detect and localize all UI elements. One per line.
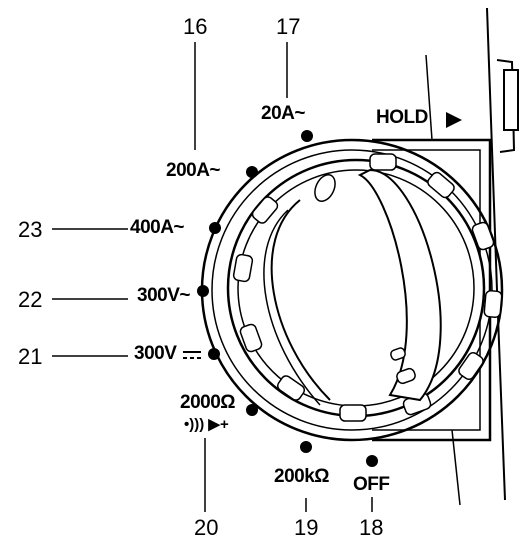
dot-off [366, 455, 378, 467]
dot-20a [301, 130, 313, 142]
dc-voltage-icon [183, 351, 201, 359]
label-300v-dc: 300V [134, 343, 177, 364]
callout-18: 18 [359, 515, 384, 540]
dot-400a [209, 222, 221, 234]
knob-grip-teeth [232, 153, 503, 422]
rotary-knob[interactable] [226, 153, 503, 422]
label-200a: 200A~ [166, 160, 221, 181]
knob-pointer-ridge [357, 168, 442, 402]
label-off: OFF [353, 474, 390, 495]
label-continuity-diode: •))) ▶+ [184, 416, 229, 433]
triangle-right-icon [446, 112, 462, 128]
callout-17: 17 [276, 14, 301, 39]
dot-300v-ac [197, 285, 209, 297]
callout-22: 22 [18, 287, 43, 312]
label-2000ohm: 2000Ω [180, 392, 236, 413]
callout-20: 20 [194, 515, 219, 540]
callout-lines [52, 42, 373, 512]
dot-200kohm [300, 441, 312, 453]
callout-19: 19 [294, 515, 319, 540]
callout-23: 23 [18, 217, 43, 242]
dot-300v-dc [208, 348, 220, 360]
label-400a: 400A~ [130, 217, 185, 238]
label-hold: HOLD [376, 107, 428, 128]
dot-2000ohm [246, 404, 258, 416]
label-200kohm: 200kΩ [274, 466, 330, 487]
dot-200a [246, 166, 258, 178]
label-20a: 20A~ [261, 103, 305, 124]
position-dots [197, 130, 378, 467]
callout-21: 21 [18, 344, 43, 369]
callout-16: 16 [183, 14, 208, 39]
label-300v-ac: 300V~ [137, 285, 190, 306]
